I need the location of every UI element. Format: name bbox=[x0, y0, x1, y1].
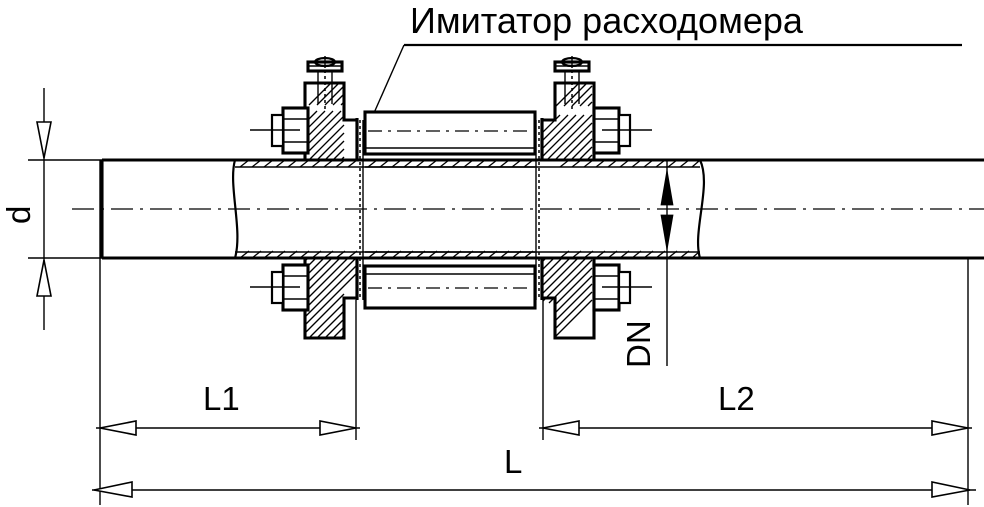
dimension-DN-label: DN bbox=[620, 320, 657, 368]
right-top-nut bbox=[553, 56, 591, 73]
dimension-L-arrow-left bbox=[93, 481, 133, 498]
upper-tie-rod bbox=[363, 110, 537, 156]
dimension-L2-label: L2 bbox=[718, 380, 755, 417]
title-leader-line bbox=[369, 44, 405, 123]
right-flange-lower-hatch bbox=[542, 257, 593, 337]
drawing-title: Имитатор расходомера bbox=[410, 0, 804, 41]
right-lower-side-nut bbox=[592, 263, 652, 312]
dimension-L1-arrow-right bbox=[319, 420, 357, 436]
dimension-L-label: L bbox=[504, 443, 522, 480]
lower-tie-rod bbox=[363, 264, 537, 310]
break-line-left bbox=[231, 159, 239, 259]
left-flange-lower-hatch bbox=[305, 257, 357, 339]
extension-lines bbox=[99, 160, 969, 505]
pipe-body bbox=[72, 158, 984, 260]
right-flange-assembly bbox=[535, 56, 652, 340]
dimension-L2-arrow-left bbox=[542, 420, 580, 436]
dimension-L1-label: L1 bbox=[203, 380, 240, 417]
left-upper-side-nut bbox=[250, 106, 310, 155]
dimension-L2: L2 bbox=[539, 380, 972, 436]
right-upper-side-nut bbox=[592, 106, 652, 155]
dimension-d-arrow-bottom bbox=[36, 259, 52, 297]
spool-wall-hatch-bottom bbox=[367, 250, 534, 259]
left-top-nut bbox=[306, 56, 344, 73]
dimension-d-label: d bbox=[0, 206, 37, 224]
pipe-wall-hatch-bottom bbox=[239, 250, 700, 259]
dimension-L1: L1 bbox=[96, 380, 360, 436]
title-group: Имитатор расходомера bbox=[369, 0, 962, 123]
dimension-L1-arrow-left bbox=[99, 420, 137, 436]
dimension-DN: DN bbox=[620, 160, 674, 368]
dimension-L: L bbox=[92, 443, 976, 498]
left-lower-side-nut bbox=[250, 263, 310, 312]
dimension-DN-arrow-bottom bbox=[660, 214, 674, 251]
spool-wall-hatch-top bbox=[367, 159, 534, 168]
dimension-d: d bbox=[0, 88, 110, 330]
dimension-d-arrow-top bbox=[36, 121, 52, 159]
dimension-L-arrow-right bbox=[931, 481, 971, 498]
right-flange-upper-hatch bbox=[542, 83, 593, 161]
left-flange-assembly bbox=[250, 56, 364, 340]
dimension-L2-arrow-right bbox=[931, 420, 969, 436]
dimension-DN-arrow-top bbox=[660, 169, 674, 206]
spool-tie-rods bbox=[357, 110, 542, 310]
